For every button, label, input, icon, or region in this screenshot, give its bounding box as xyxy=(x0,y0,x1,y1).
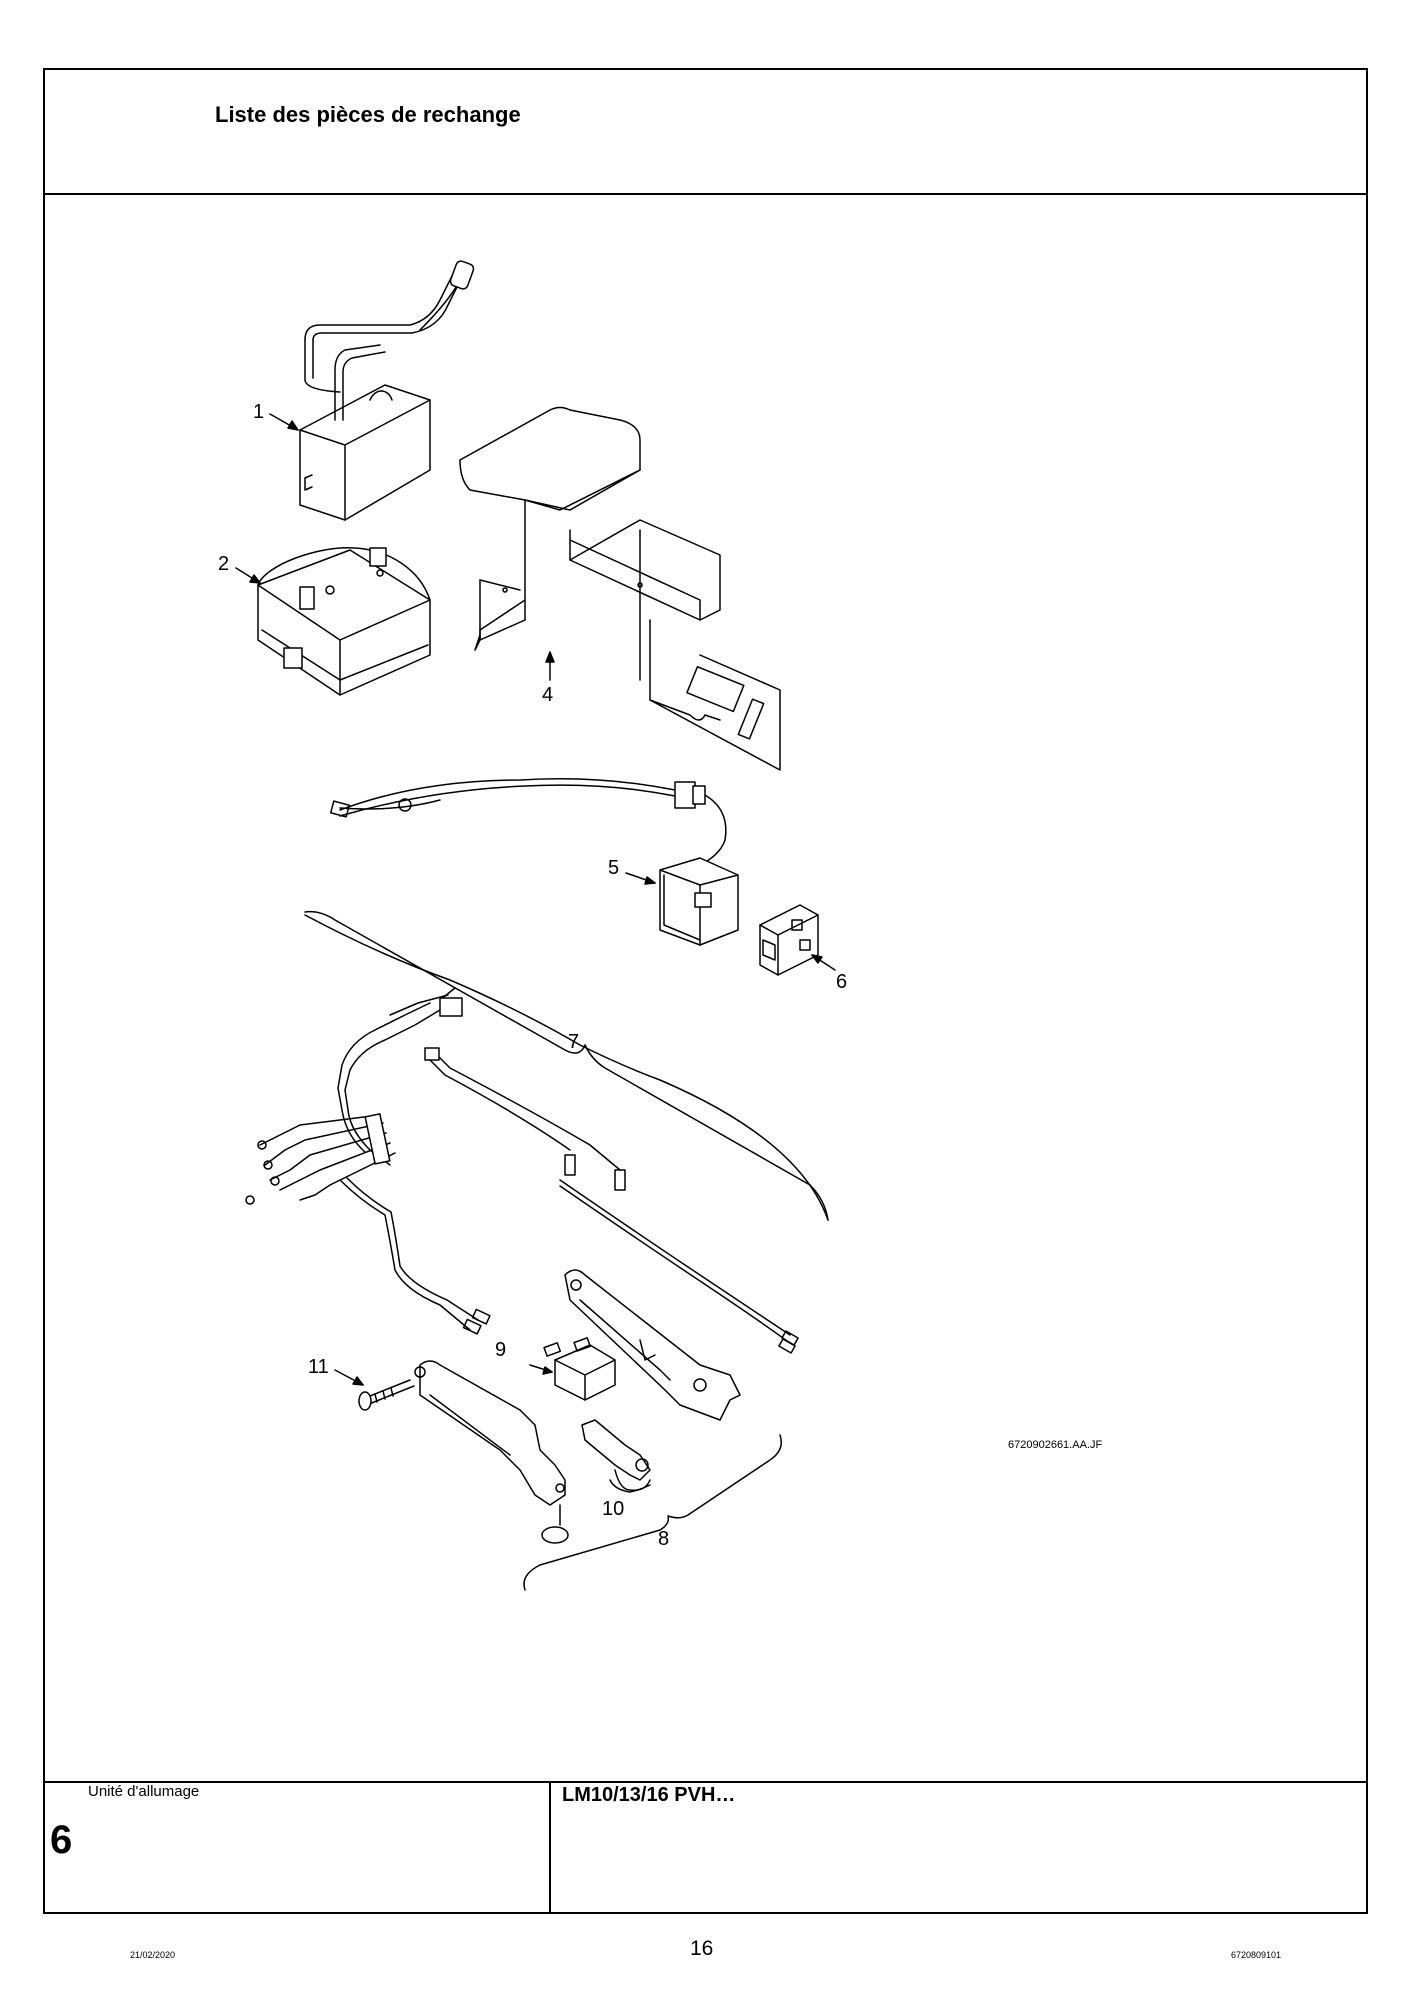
callout-7: 7 xyxy=(568,1031,579,1053)
callout-1: 1 xyxy=(253,401,264,423)
brace-part-10 xyxy=(609,1479,651,1493)
part-9-microswitch xyxy=(543,1337,616,1401)
figure-reference: 6720902661.AA.JF xyxy=(1008,1439,1103,1451)
part-6-rocker-switch xyxy=(759,904,819,976)
page-frame xyxy=(43,68,1368,1914)
brace-part-8 xyxy=(523,1434,782,1591)
footer-column-divider xyxy=(549,1781,551,1914)
callout-5: 5 xyxy=(608,857,619,879)
document-number: 6720809101 xyxy=(1231,1950,1282,1960)
callout-4: 4 xyxy=(542,684,553,706)
part-1-ignition-transformer xyxy=(299,260,475,521)
callout-2: 2 xyxy=(218,553,229,575)
section-name: Unité d'allumage xyxy=(88,1783,200,1800)
part-10-small-lever xyxy=(581,1419,651,1492)
footer-divider xyxy=(43,1781,1368,1783)
callout-10: 10 xyxy=(602,1498,624,1520)
model-name: LM10/13/16 PVH… xyxy=(562,1784,736,1806)
leader-arrows xyxy=(235,413,836,1386)
callout-8: 8 xyxy=(658,1528,669,1550)
section-number: 6 xyxy=(50,1818,73,1862)
part-7-wiring-harness xyxy=(245,914,829,1354)
part-8-lever-assembly xyxy=(414,1269,741,1544)
callout-9: 9 xyxy=(495,1339,506,1361)
page-title: Liste des pièces de rechange xyxy=(215,102,521,127)
part-4-bracket xyxy=(459,406,781,771)
callout-11: 11 xyxy=(308,1356,329,1378)
page-number: 16 xyxy=(690,1937,714,1960)
part-2-ignition-unit xyxy=(257,546,431,696)
part-11-screw xyxy=(358,1379,415,1411)
header-divider xyxy=(43,193,1368,195)
brace-part-7 xyxy=(304,910,829,1221)
callout-6: 6 xyxy=(836,971,847,993)
part-5-control-module xyxy=(329,778,739,946)
print-date: 21/02/2020 xyxy=(130,1950,176,1960)
